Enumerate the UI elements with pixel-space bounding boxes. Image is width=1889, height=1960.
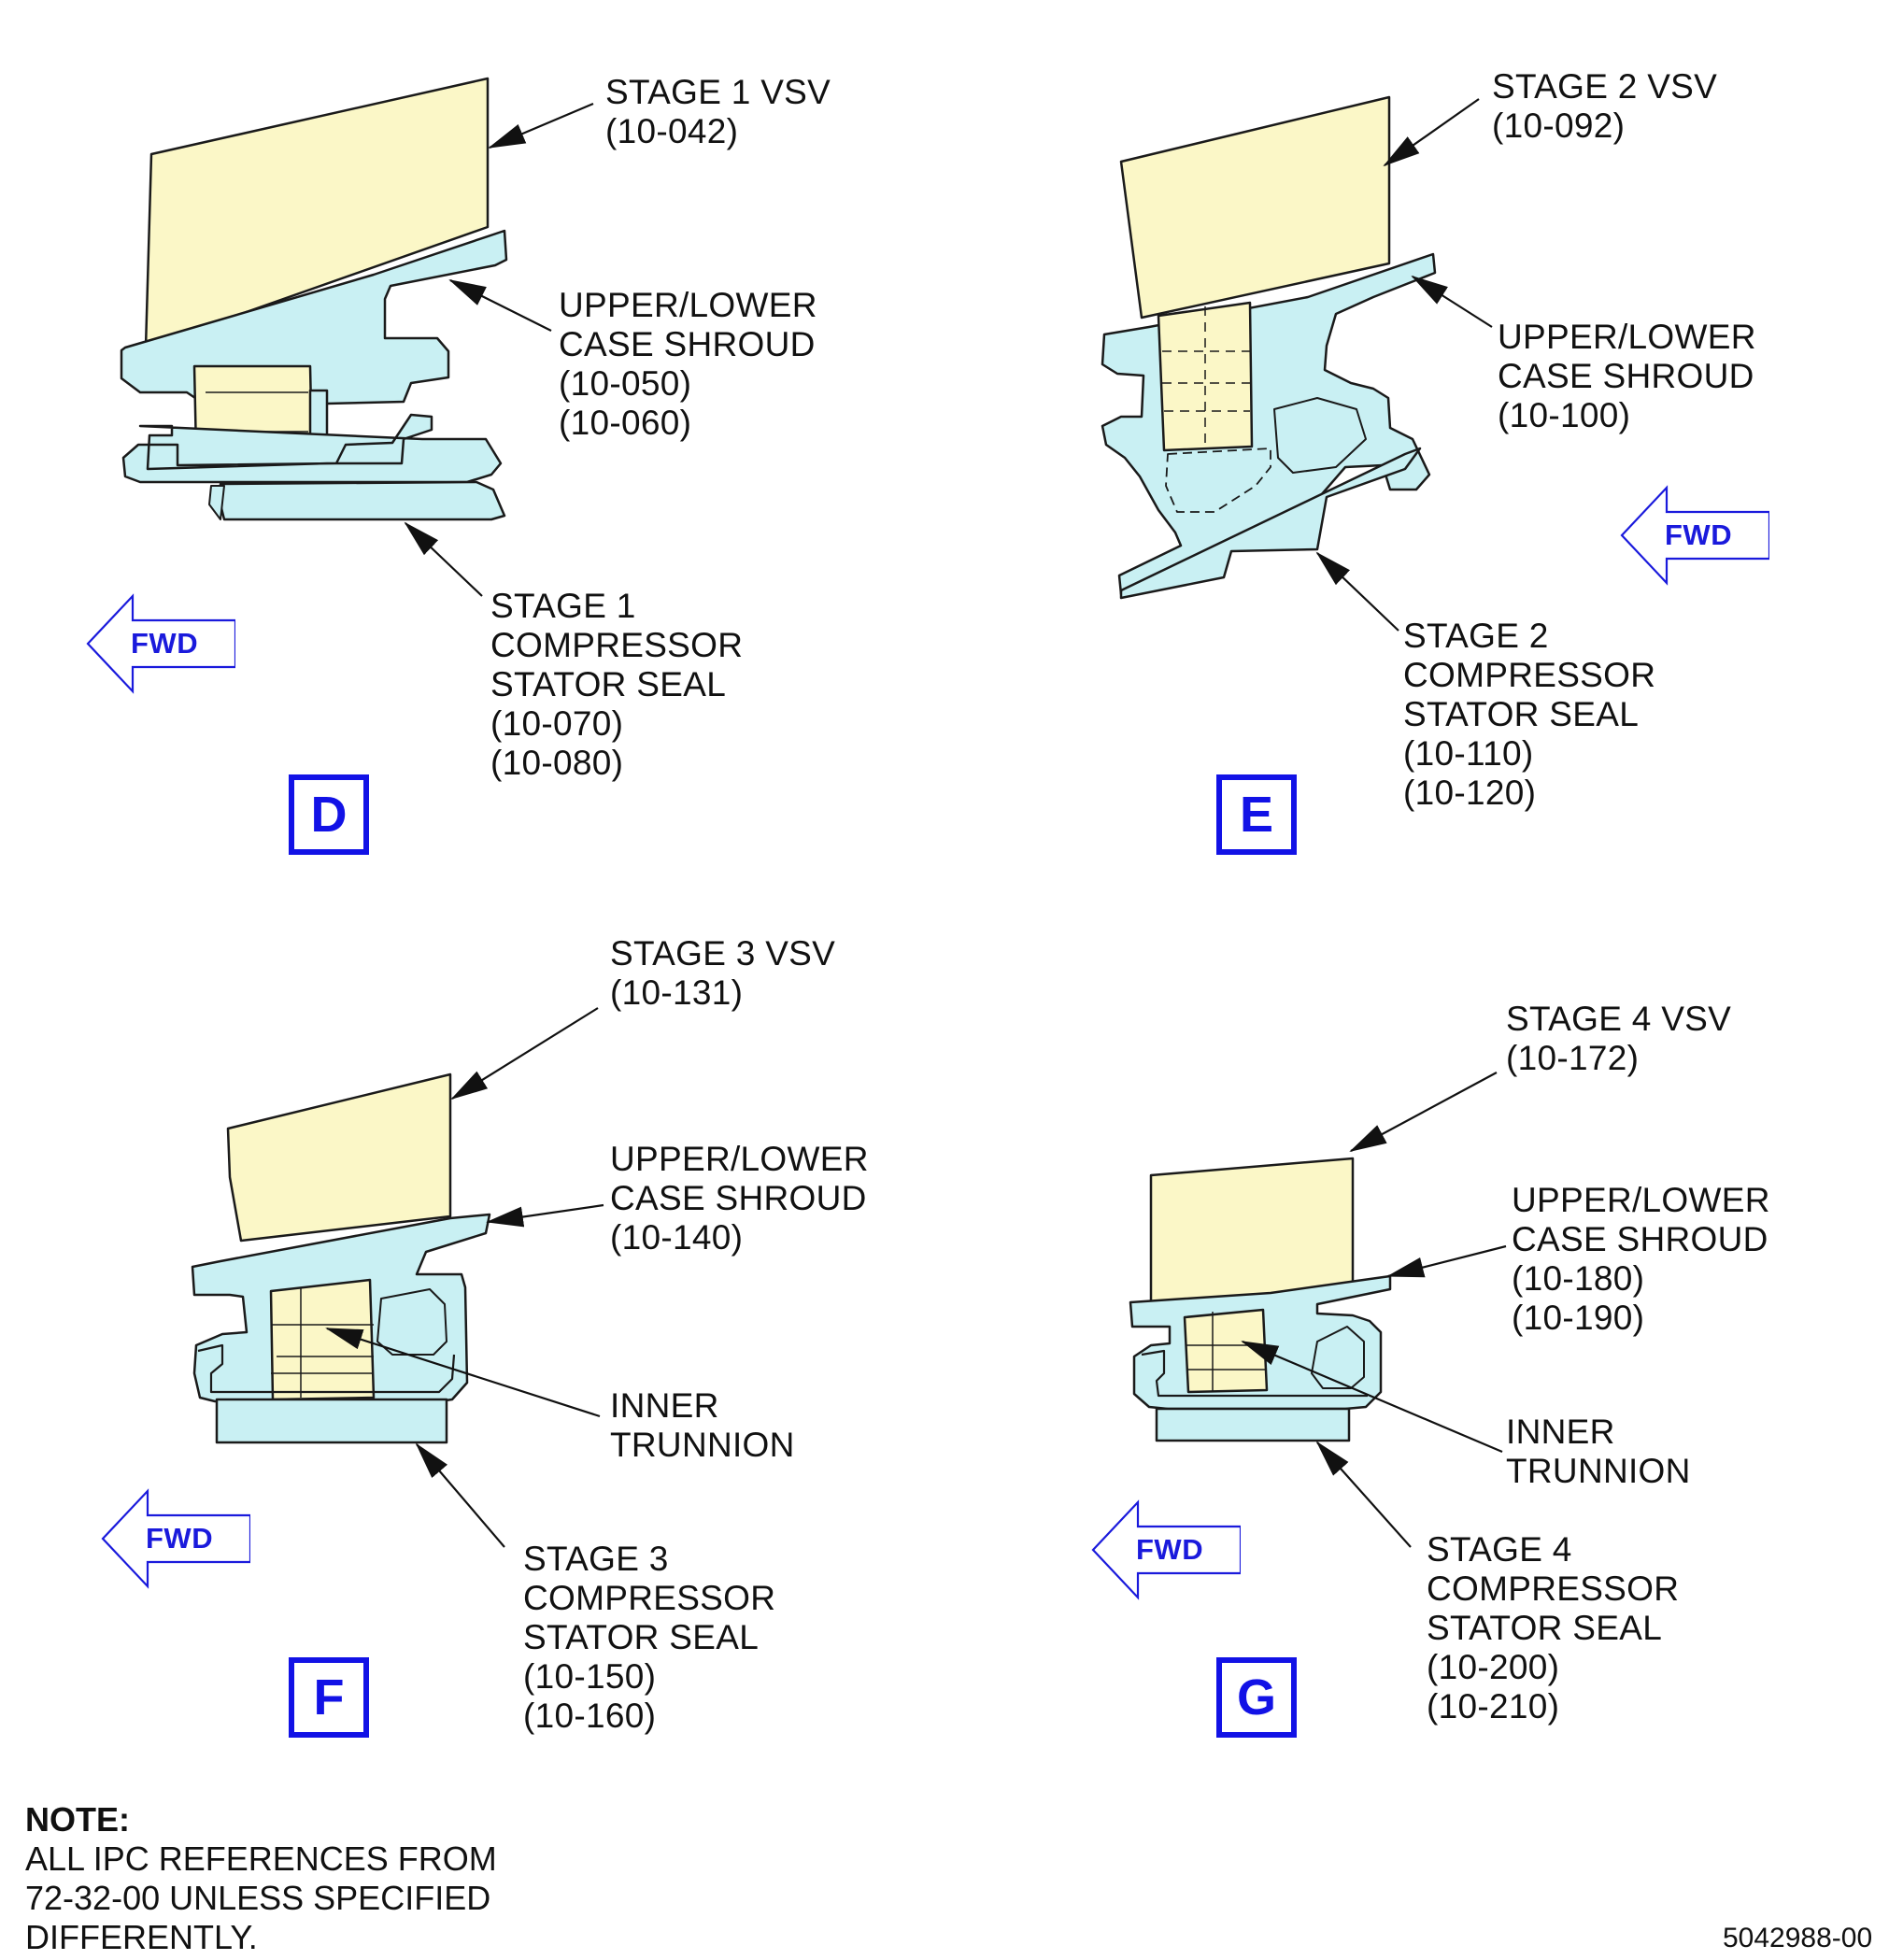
leader-d-seal [404,521,483,597]
stage4-inner-ring [1141,1349,1368,1398]
leader-f-seal [415,1442,505,1548]
note-heading: NOTE: [25,1800,130,1839]
leader-e-vane [1383,98,1480,167]
label-f-shroud: UPPER/LOWER CASE SHROUD (10-140) [610,1140,869,1257]
leader-g-seal [1315,1441,1412,1548]
view-f-drawing [191,1072,491,1444]
document-number: 5042988-00 [1723,1923,1873,1953]
stage4-trunnion [1183,1308,1269,1394]
fwd-label-d: FWD [131,627,199,660]
general-note: NOTE: ALL IPC REFERENCES FROM 72-32-00 U… [25,1800,497,1957]
leader-d-vane [488,102,594,149]
leader-g-trunnion [1241,1340,1503,1454]
fwd-arrow-e: FWD [1620,484,1769,587]
label-f-vane: STAGE 3 VSV (10-131) [610,934,836,1012]
label-d-vane: STAGE 1 VSV (10-042) [605,73,831,150]
view-g-drawing [1129,1157,1392,1442]
note-line: DIFFERENTLY. [25,1918,258,1956]
fwd-label-e: FWD [1665,518,1733,551]
stage3-trunnion-detail [271,1287,374,1398]
stage1-vsv-vane [144,77,490,349]
view-d-drawing [120,77,508,521]
note-line: 72-32-00 UNLESS SPECIFIED [25,1879,491,1917]
stage3-vsv-vane [226,1072,452,1243]
view-letter-e: E [1216,774,1297,855]
leader-g-shroud [1386,1244,1507,1278]
label-d-shroud: UPPER/LOWER CASE SHROUD (10-050) (10-060… [559,286,817,442]
fwd-label-f: FWD [146,1522,214,1555]
view-letter-f: F [289,1657,369,1738]
stage1-inner-ring [121,413,503,484]
leader-f-vane [450,1007,599,1101]
leader-f-trunnion [325,1327,601,1418]
stage3-inner-ring [197,1343,456,1394]
leader-d-shroud [448,279,552,332]
label-e-shroud: UPPER/LOWER CASE SHROUD (10-100) [1498,318,1756,434]
stage1-seal-step [208,485,225,520]
label-e-seal: STAGE 2 COMPRESSOR STATOR SEAL (10-110) … [1403,617,1656,812]
leader-g-vane [1349,1072,1498,1152]
label-g-vane: STAGE 4 VSV (10-172) [1506,1000,1732,1077]
view-letter-d: D [289,774,369,855]
leader-lines [325,98,1507,1548]
label-g-trunnion: INNER TRUNNION [1506,1413,1691,1490]
fwd-label-g: FWD [1136,1533,1204,1566]
stage3-retainer-pocket [376,1288,447,1356]
label-e-vane: STAGE 2 VSV (10-092) [1492,67,1718,145]
leader-e-seal [1315,551,1399,632]
label-g-seal: STAGE 4 COMPRESSOR STATOR SEAL (10-200) … [1427,1530,1680,1726]
fwd-arrow-g: FWD [1091,1498,1241,1601]
fwd-arrow-d: FWD [86,592,235,695]
label-f-trunnion: INNER TRUNNION [610,1386,795,1464]
note-line: ALL IPC REFERENCES FROM [25,1839,497,1878]
label-d-seal: STAGE 1 COMPRESSOR STATOR SEAL (10-070) … [490,587,744,782]
stage3-trunnion [269,1278,376,1401]
view-letter-g: G [1216,1657,1297,1738]
label-f-seal: STAGE 3 COMPRESSOR STATOR SEAL (10-150) … [523,1540,776,1735]
stage4-stator-seal [1155,1407,1351,1442]
stage2-aft-box [1273,397,1367,474]
stage2-vsv-vane [1119,95,1391,320]
leader-f-shroud [486,1203,604,1228]
stage4-retainer-pocket [1311,1326,1365,1389]
fwd-arrow-f: FWD [101,1487,250,1590]
view-e-drawing [1101,95,1437,600]
stage1-stator-seal [219,480,506,521]
stage1-case-shroud [120,229,508,405]
stage2-platform [1165,447,1271,513]
leader-e-shroud [1411,275,1493,328]
stage3-stator-seal [215,1398,448,1444]
stage2-stator-seal [1119,447,1422,600]
label-g-shroud: UPPER/LOWER CASE SHROUD (10-180) (10-190… [1512,1181,1770,1337]
